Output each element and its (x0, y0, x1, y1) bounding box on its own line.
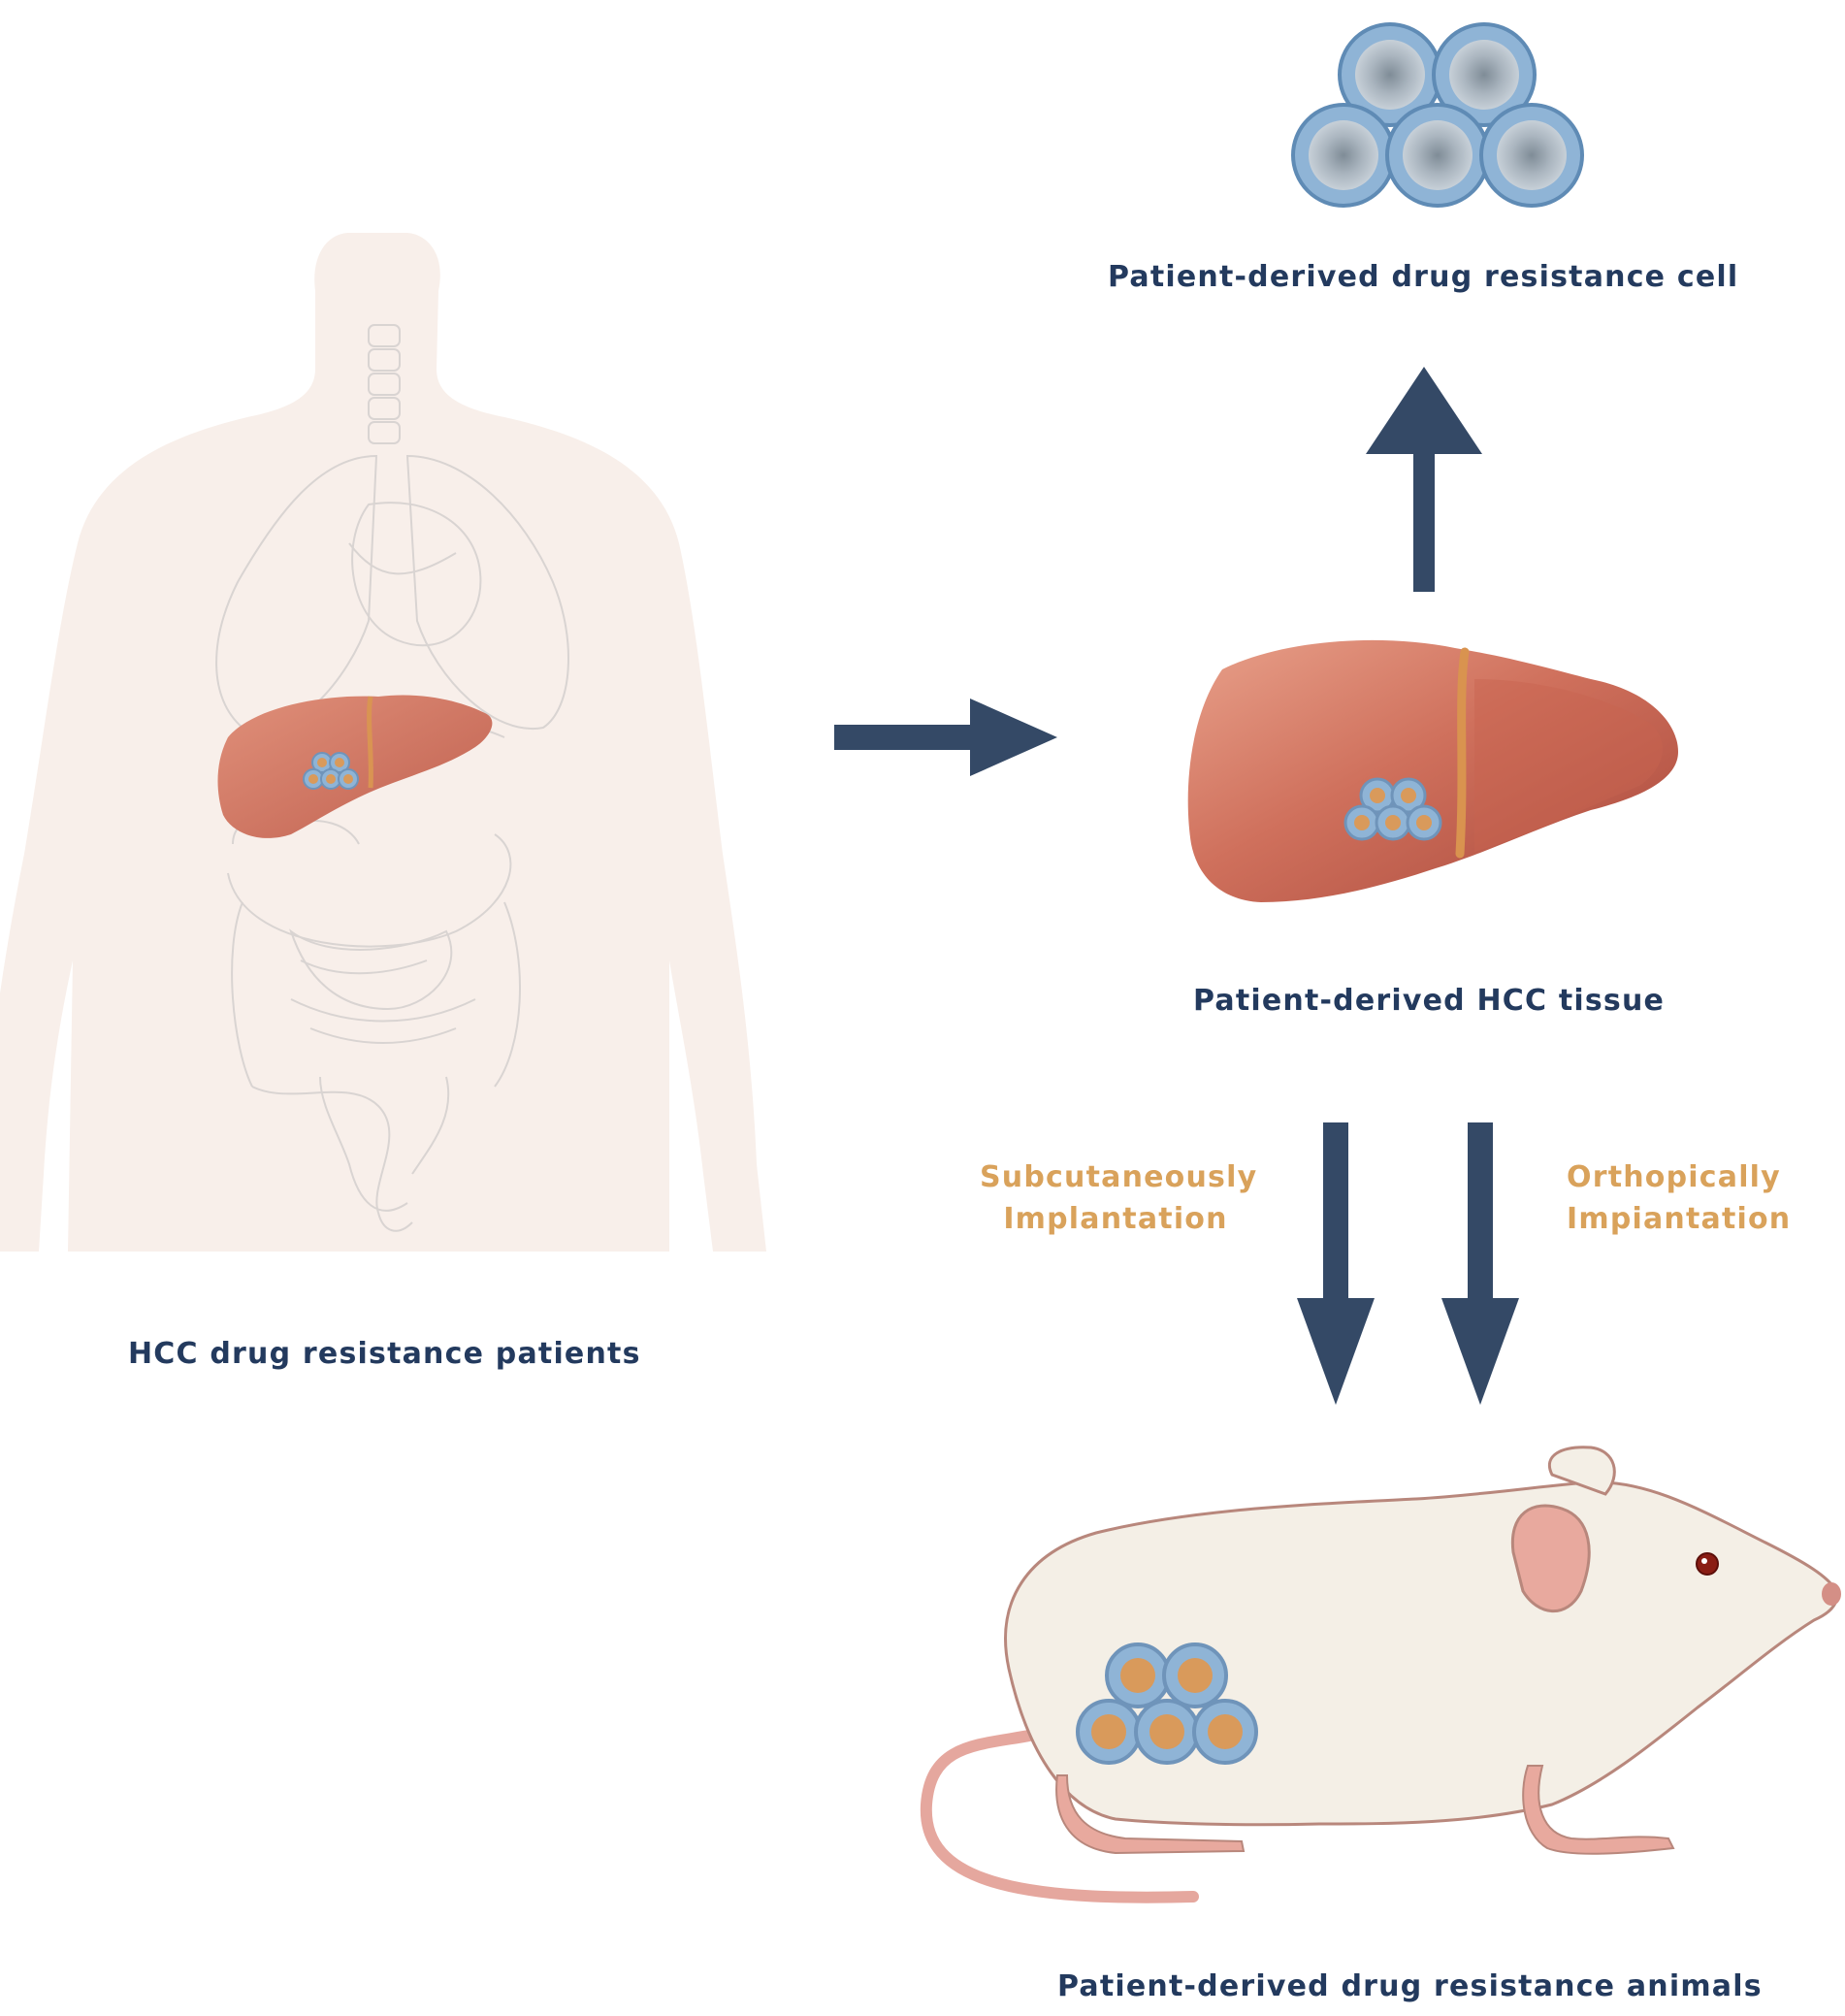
subcutaneous-route-line1: Subcutaneously (980, 1160, 1258, 1194)
orthotopic-route-line2: Impiantation (1567, 1202, 1792, 1236)
mouse-eye (1696, 1552, 1719, 1576)
mouse-illustration (920, 1446, 1841, 1903)
patients-label: HCC drug resistance patients (128, 1337, 641, 1371)
arrow-right (834, 699, 1057, 776)
body-liver-tumor-cells (303, 752, 359, 790)
mouse-tail (920, 1726, 1199, 1903)
mouse-hind-leg (1055, 1774, 1246, 1855)
arrow-down-right (1441, 1122, 1519, 1405)
hcc-tissue-liver (1187, 639, 1678, 902)
orthotopic-route-line1: Orthopically (1567, 1160, 1781, 1194)
mouse-front-leg (1522, 1765, 1675, 1855)
animals-label: Patient-derived drug resistance animals (1057, 1969, 1763, 2003)
arrow-up (1366, 367, 1482, 592)
cell (1338, 22, 1442, 127)
arrow-down-left (1297, 1122, 1375, 1405)
cell (1479, 103, 1584, 208)
cell (1291, 103, 1396, 208)
subcutaneous-route-line2: Implantation (1003, 1202, 1228, 1236)
drug-resistance-cell-cluster (1291, 22, 1584, 208)
cell (1432, 22, 1537, 127)
cells-label: Patient-derived drug resistance cell (1108, 260, 1739, 294)
tissue-label: Patient-derived HCC tissue (1193, 984, 1666, 1018)
mouse-ear (1510, 1504, 1591, 1613)
mouse-tumor-cells (1076, 1642, 1258, 1765)
body-liver (217, 695, 493, 838)
human-body-illustration (0, 233, 766, 1252)
mouse-nose (1822, 1582, 1841, 1606)
subcutaneous-route-label: Subcutaneously Implantation (980, 1156, 1258, 1240)
orthotopic-route-label: Orthopically Impiantation (1567, 1156, 1799, 1240)
mouse-back-ear (1548, 1446, 1616, 1496)
liver-tumor-cells (1343, 777, 1442, 841)
cell (1385, 103, 1490, 208)
